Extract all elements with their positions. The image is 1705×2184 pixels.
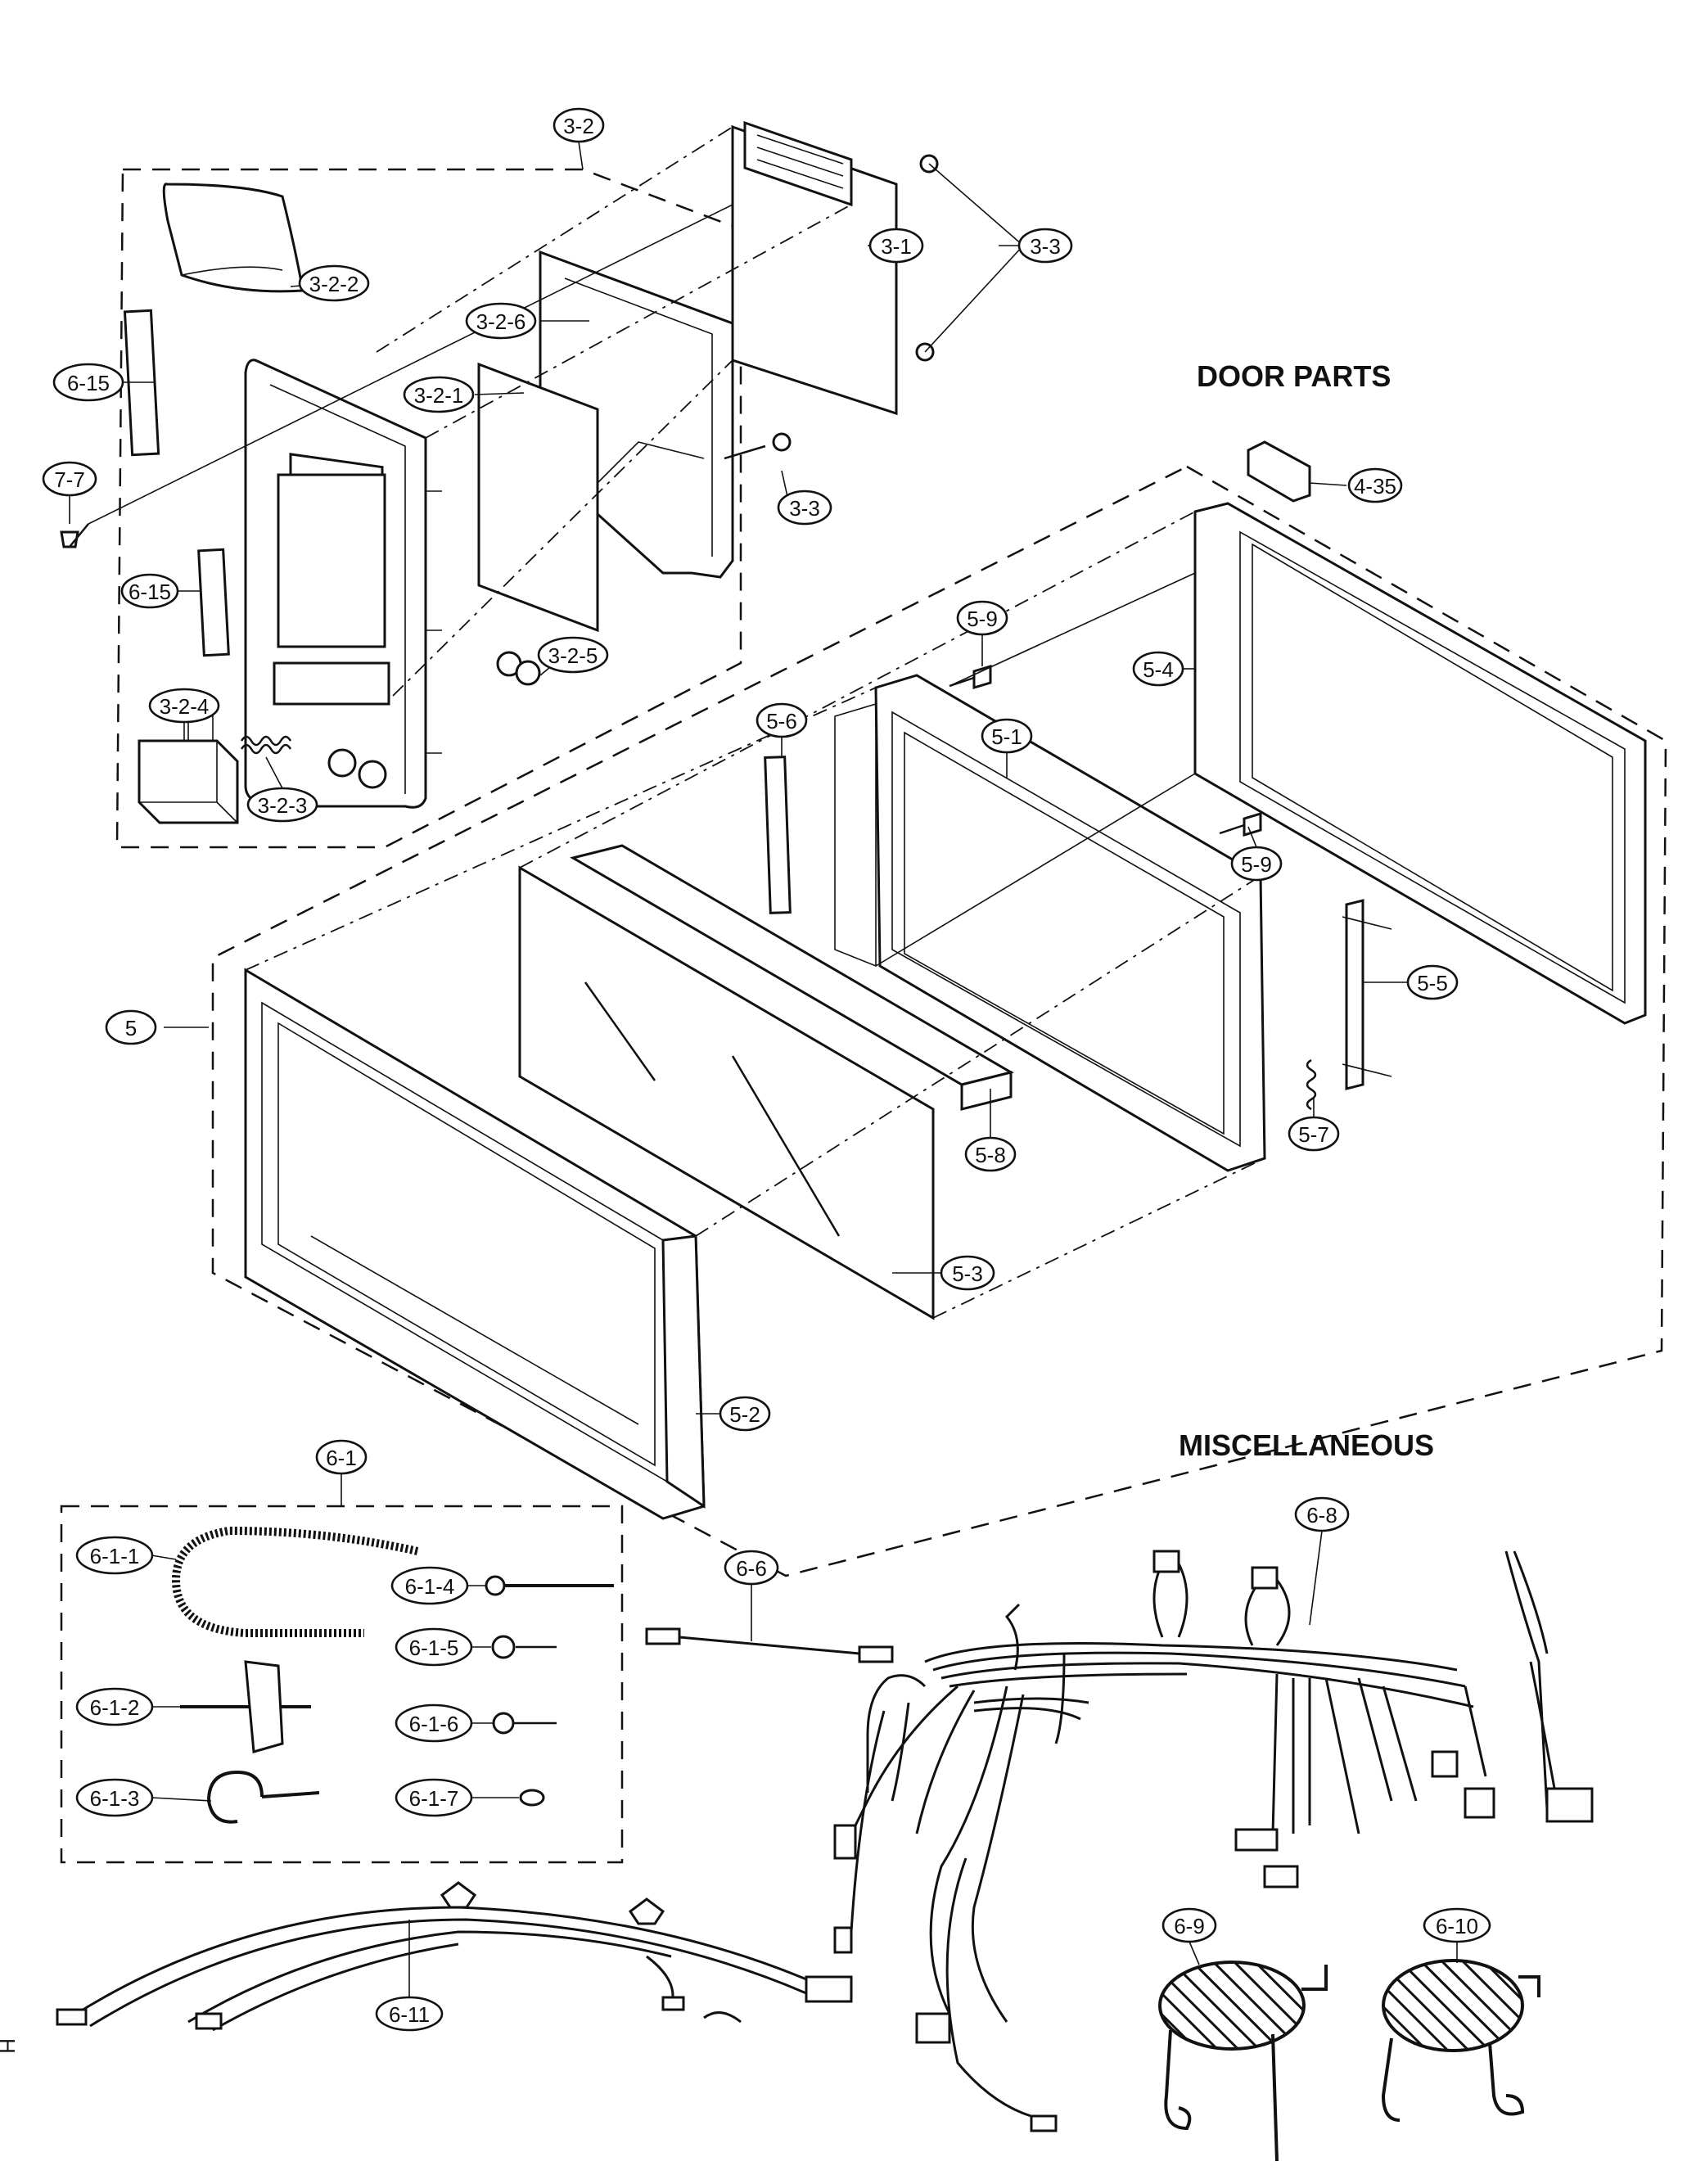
callout-6-9: 6-9 xyxy=(1174,1914,1205,1938)
callout-6-11: 6-11 xyxy=(389,2002,430,2027)
main-wire-harness xyxy=(833,1550,1594,2132)
callout-5-8: 5-8 xyxy=(975,1143,1006,1167)
margin-mark: H xyxy=(0,2038,20,2054)
accessory-kit xyxy=(60,1505,624,1864)
tube-part xyxy=(171,1526,419,1637)
cooking-rack-small xyxy=(1381,1959,1540,2122)
callout-6-1-1: 6-1-1 xyxy=(90,1544,140,1568)
callout-layer: 3-2 3-2-2 3-2-6 3-2-1 3-1 3-3 3-3 6-15 7… xyxy=(42,107,1491,2032)
washer-part xyxy=(519,1789,545,1807)
callout-5-6: 5-6 xyxy=(766,709,797,733)
pcb-assembly xyxy=(724,120,939,460)
miscellaneous-heading: MISCELLANEOUS xyxy=(1179,1428,1434,1462)
callout-6-1-2: 6-1-2 xyxy=(90,1695,140,1720)
callout-5-3: 5-3 xyxy=(952,1261,983,1286)
callout-5-4: 5-4 xyxy=(1143,657,1174,682)
callout-6-1: 6-1 xyxy=(326,1446,357,1470)
door-parts-heading: DOOR PARTS xyxy=(1197,359,1391,393)
callout-3-2-3: 3-2-3 xyxy=(258,793,308,818)
wire-jumper-part xyxy=(645,1627,894,1663)
bolt-part xyxy=(485,1575,506,1596)
callout-6-1-7: 6-1-7 xyxy=(409,1786,459,1811)
callout-3-3-upper: 3-3 xyxy=(1030,234,1061,259)
callout-7-7: 7-7 xyxy=(54,467,85,492)
callout-6-1-3: 6-1-3 xyxy=(90,1786,140,1811)
nut-part xyxy=(491,1635,516,1659)
control-panel-group xyxy=(60,168,742,849)
key-cover-part xyxy=(162,183,304,293)
hinge-part xyxy=(764,756,792,914)
latch-lever-part xyxy=(1345,899,1364,1090)
callout-6-15-lower: 6-15 xyxy=(129,580,171,604)
callout-6-1-4: 6-1-4 xyxy=(405,1574,455,1599)
callout-3-1: 3-1 xyxy=(881,234,912,259)
membrane-switch-part xyxy=(477,362,599,633)
door-latch-part xyxy=(1247,440,1311,503)
callout-5: 5 xyxy=(125,1016,137,1040)
callout-5-1: 5-1 xyxy=(991,724,1022,749)
callout-3-2: 3-2 xyxy=(563,114,594,138)
callout-3-2-5: 3-2-5 xyxy=(548,643,598,668)
door-panel-part xyxy=(874,674,1266,1172)
door-screw-lower xyxy=(1243,811,1262,837)
door-screw-upper xyxy=(972,664,992,690)
callout-4-35: 4-35 xyxy=(1354,474,1396,499)
callout-5-2: 5-2 xyxy=(729,1402,760,1427)
callout-5-9-upper: 5-9 xyxy=(967,607,998,631)
cooking-rack-large xyxy=(1158,1961,1328,2162)
callout-3-2-2: 3-2-2 xyxy=(309,272,359,296)
wood-screw-part xyxy=(492,1712,515,1735)
callout-6-8: 6-8 xyxy=(1306,1503,1337,1527)
hook-part xyxy=(206,1770,320,1824)
callout-3-2-1: 3-2-1 xyxy=(414,383,464,408)
latch-spring xyxy=(1306,1058,1317,1111)
callout-3-3-lower: 3-3 xyxy=(789,496,820,521)
secondary-wire-harness xyxy=(56,1881,853,2032)
callout-5-9-lower: 5-9 xyxy=(1241,852,1272,877)
callout-6-10: 6-10 xyxy=(1436,1914,1478,1938)
callout-6-6: 6-6 xyxy=(736,1556,767,1581)
callout-3-2-6: 3-2-6 xyxy=(476,309,526,334)
callout-6-1-6: 6-1-6 xyxy=(409,1712,459,1736)
door-frame-part xyxy=(244,968,706,1520)
button-spring xyxy=(240,735,292,747)
door-group xyxy=(211,440,1667,1577)
callout-6-1-5: 6-1-5 xyxy=(409,1636,459,1660)
callout-3-2-4: 3-2-4 xyxy=(160,694,210,719)
label-part-lower xyxy=(197,548,230,657)
callout-6-15-upper: 6-15 xyxy=(67,371,110,395)
door-open-button xyxy=(138,739,239,824)
callout-5-5: 5-5 xyxy=(1417,971,1448,995)
callout-5-7: 5-7 xyxy=(1298,1122,1329,1147)
